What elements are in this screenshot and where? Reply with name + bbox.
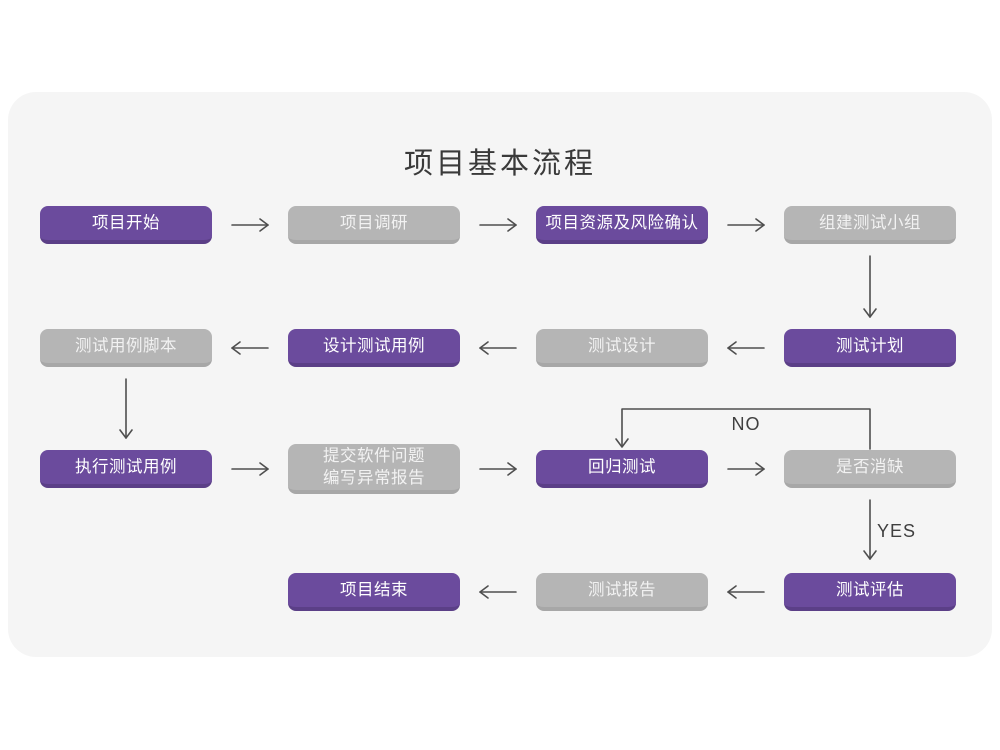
page-title: 项目基本流程: [403, 148, 596, 180]
node-defect-cleared: 是否消缺: [784, 450, 956, 488]
node-project-start: 项目开始: [40, 206, 212, 244]
node-test-design: 测试设计: [536, 329, 708, 367]
node-test-report: 测试报告: [536, 573, 708, 611]
node-project-research: 项目调研: [288, 206, 460, 244]
edge-label-no: NO: [731, 414, 761, 434]
node-test-case-script: 测试用例脚本: [40, 329, 212, 367]
flowchart-card: [8, 92, 992, 657]
node-regression-test: 回归测试: [536, 450, 708, 488]
edge-label-yes: YES: [877, 521, 917, 541]
node-submit-issue-report: 提交软件问题 编写异常报告: [288, 444, 460, 494]
node-test-plan: 测试计划: [784, 329, 956, 367]
node-project-end: 项目结束: [288, 573, 460, 611]
node-test-evaluation: 测试评估: [784, 573, 956, 611]
node-build-test-team: 组建测试小组: [784, 206, 956, 244]
node-execute-test-case: 执行测试用例: [40, 450, 212, 488]
node-resource-risk: 项目资源及风险确认: [536, 206, 708, 244]
node-design-test-case: 设计测试用例: [288, 329, 460, 367]
